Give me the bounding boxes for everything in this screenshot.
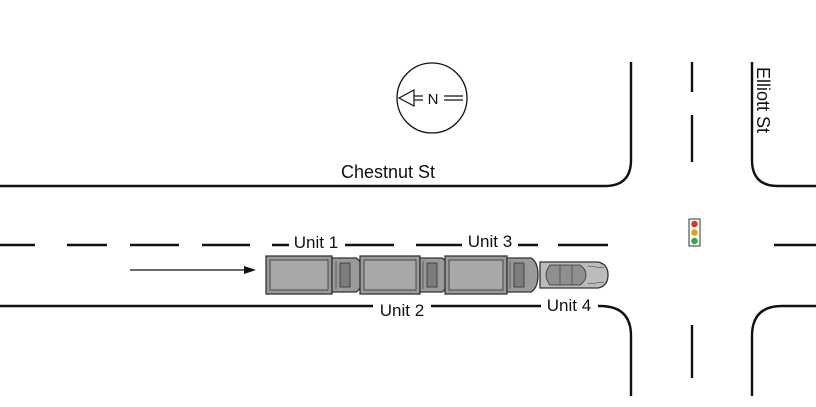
compass-circle xyxy=(396,62,468,134)
unit-1-label: Unit 1 xyxy=(294,233,338,252)
unit-labels: Unit 1 Unit 2 Unit 3 Unit 4 xyxy=(289,232,598,320)
vehicle-unit-4 xyxy=(539,261,609,289)
signal-amber-light xyxy=(691,229,698,236)
road-edges xyxy=(0,62,816,396)
vehicle-unit-3 xyxy=(444,255,539,295)
vehicle-unit-2 xyxy=(359,255,450,295)
compass-arrow-head xyxy=(397,89,415,107)
street-name-chestnut: Chestnut St xyxy=(341,162,435,182)
chestnut-north-curb-west xyxy=(0,62,633,188)
traffic-signal xyxy=(688,218,701,247)
street-name-elliott: Elliott St xyxy=(753,67,773,133)
chestnut-south-curb-west xyxy=(0,304,633,396)
unit-4-label: Unit 4 xyxy=(547,296,591,315)
travel-direction-arrow xyxy=(130,266,256,274)
chestnut-south-curb-east xyxy=(750,304,816,396)
signal-red-light xyxy=(691,220,698,228)
north-arrow-compass: N xyxy=(396,62,468,134)
signal-green-light xyxy=(691,237,698,245)
vehicle-queue xyxy=(265,255,609,295)
unit-2-label: Unit 2 xyxy=(380,301,424,320)
vehicle-unit-1 xyxy=(265,255,364,295)
chestnut-north-curb-east xyxy=(750,62,816,188)
unit-3-label: Unit 3 xyxy=(468,232,512,251)
compass-letter: N xyxy=(428,91,439,108)
